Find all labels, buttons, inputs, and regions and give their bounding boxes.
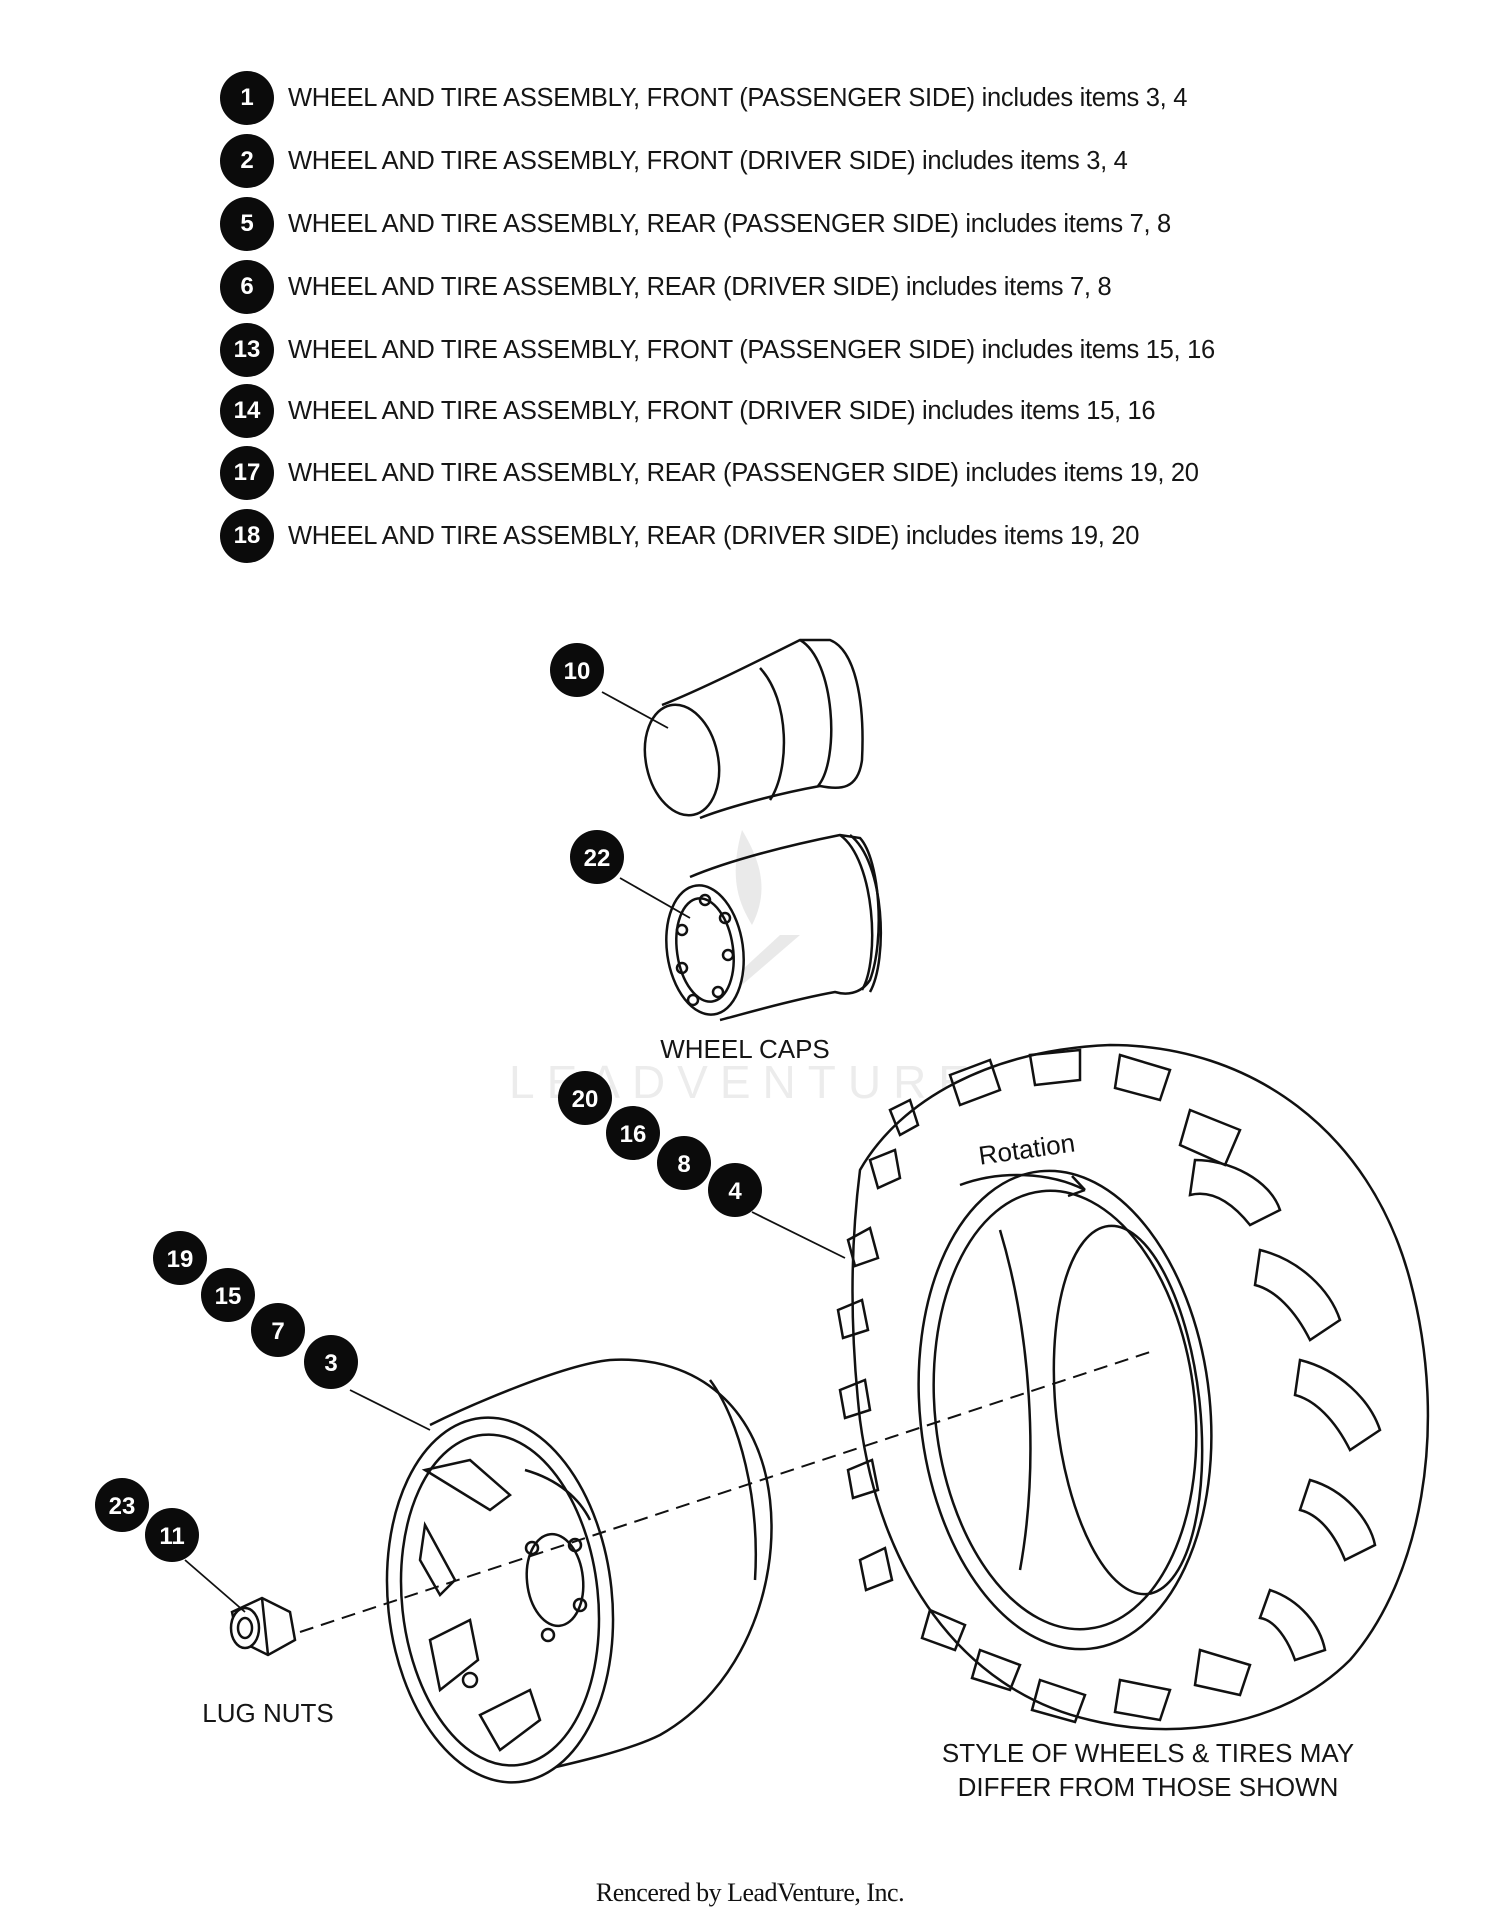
svg-text:23: 23 <box>109 1493 136 1520</box>
svg-text:19: 19 <box>167 1246 194 1273</box>
svg-text:15: 15 <box>215 1283 242 1310</box>
callout-15: 15 <box>201 1268 255 1322</box>
assembly-axis-line <box>299 1351 1151 1633</box>
legend-description: WHEEL AND TIRE ASSEMBLY, FRONT (PASSENGE… <box>288 83 1188 112</box>
legend-callout-number: 18 <box>220 509 274 563</box>
legend-description: WHEEL AND TIRE ASSEMBLY, REAR (PASSENGER… <box>288 458 1199 487</box>
svg-text:20: 20 <box>572 1086 599 1113</box>
legend-item: 18 WHEEL AND TIRE ASSEMBLY, REAR (DRIVER… <box>220 508 1139 564</box>
wheel-cap-bolt-pattern <box>665 833 882 1022</box>
legend-description: WHEEL AND TIRE ASSEMBLY, FRONT (DRIVER S… <box>288 146 1128 175</box>
legend-item: 17 WHEEL AND TIRE ASSEMBLY, REAR (PASSEN… <box>220 445 1199 501</box>
svg-text:8: 8 <box>677 1151 690 1178</box>
wheel-caps-label: WHEEL CAPS <box>660 1034 830 1064</box>
lug-nuts-label: LUG NUTS <box>202 1698 333 1728</box>
callout-7: 7 <box>251 1303 305 1357</box>
style-note-line-2: DIFFER FROM THOSE SHOWN <box>958 1772 1339 1802</box>
legend-callout-number: 5 <box>220 197 274 251</box>
legend-callout-number: 17 <box>220 446 274 500</box>
legend-description: WHEEL AND TIRE ASSEMBLY, REAR (PASSENGER… <box>288 209 1171 238</box>
callout-23: 23 <box>95 1478 149 1532</box>
svg-text:4: 4 <box>728 1178 742 1205</box>
callout-16: 16 <box>606 1106 660 1160</box>
svg-text:11: 11 <box>159 1523 184 1550</box>
legend-description: WHEEL AND TIRE ASSEMBLY, FRONT (PASSENGE… <box>288 335 1215 364</box>
legend-item: 1 WHEEL AND TIRE ASSEMBLY, FRONT (PASSEN… <box>220 70 1187 126</box>
svg-text:10: 10 <box>564 658 591 685</box>
svg-text:7: 7 <box>271 1318 284 1345</box>
lug-nut <box>229 1596 297 1657</box>
legend-description: WHEEL AND TIRE ASSEMBLY, REAR (DRIVER SI… <box>288 521 1140 550</box>
svg-text:22: 22 <box>584 845 611 872</box>
legend-callout-number: 14 <box>220 384 274 438</box>
leader-lines <box>184 691 846 1613</box>
legend-description: WHEEL AND TIRE ASSEMBLY, FRONT (DRIVER S… <box>288 396 1156 425</box>
wheel-rim <box>385 1358 773 1784</box>
atv-tire <box>836 1043 1430 1731</box>
legend-callout-number: 2 <box>220 134 274 188</box>
legend-item: 2 WHEEL AND TIRE ASSEMBLY, FRONT (DRIVER… <box>220 133 1128 189</box>
svg-text:3: 3 <box>324 1350 337 1377</box>
legend-item: 14 WHEEL AND TIRE ASSEMBLY, FRONT (DRIVE… <box>220 383 1156 439</box>
callout-11: 11 <box>145 1508 199 1562</box>
legend-description: WHEEL AND TIRE ASSEMBLY, REAR (DRIVER SI… <box>288 272 1112 301</box>
callout-22: 22 <box>570 830 624 884</box>
callout-10: 10 <box>550 643 604 697</box>
callout-8: 8 <box>657 1136 711 1190</box>
legend-item: 6 WHEEL AND TIRE ASSEMBLY, REAR (DRIVER … <box>220 259 1112 315</box>
callout-19: 19 <box>153 1231 207 1285</box>
callout-3: 3 <box>304 1335 358 1389</box>
svg-text:16: 16 <box>620 1121 647 1148</box>
legend-callout-number: 1 <box>220 71 274 125</box>
legend-callout-number: 6 <box>220 260 274 314</box>
callout-20: 20 <box>558 1071 612 1125</box>
callout-4: 4 <box>708 1163 762 1217</box>
style-note-line-1: STYLE OF WHEELS & TIRES MAY <box>942 1738 1354 1768</box>
rendered-by-footer: Rencered by LeadVenture, Inc. <box>595 1878 905 1907</box>
legend-item: 5 WHEEL AND TIRE ASSEMBLY, REAR (PASSENG… <box>220 196 1171 252</box>
wheel-cap-plain <box>643 638 864 820</box>
legend-item: 13 WHEEL AND TIRE ASSEMBLY, FRONT (PASSE… <box>220 322 1215 378</box>
legend-callout-number: 13 <box>220 323 274 377</box>
